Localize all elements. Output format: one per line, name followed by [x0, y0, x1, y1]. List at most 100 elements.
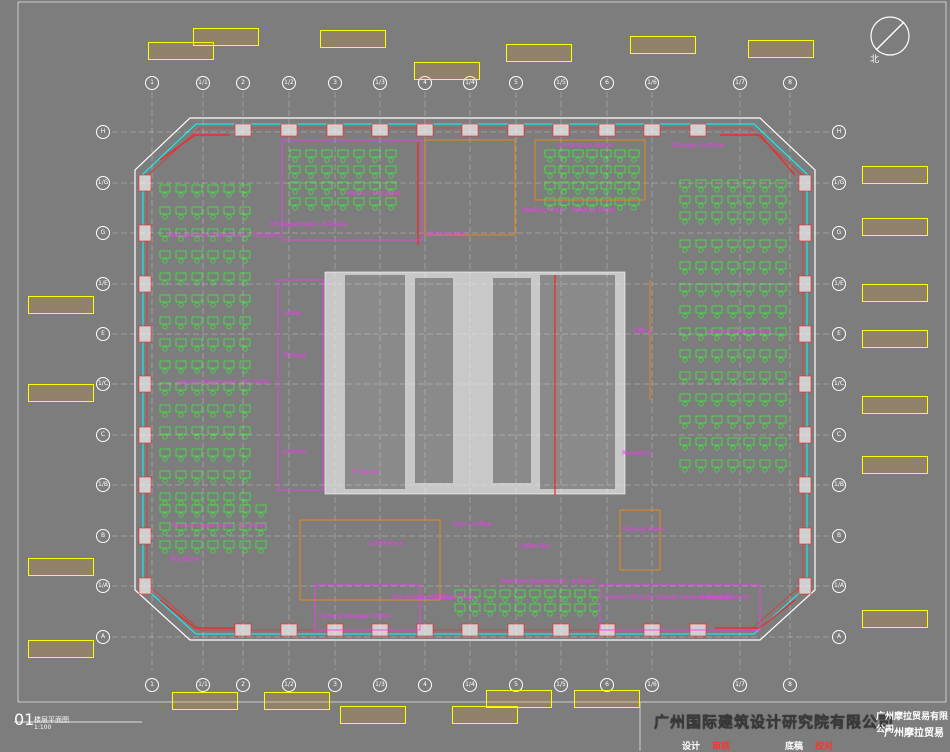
chair [682, 203, 688, 209]
desk [321, 149, 333, 158]
desk [353, 197, 365, 206]
grid-bubble: 4 [418, 76, 432, 90]
desk [695, 371, 707, 380]
desk [727, 239, 739, 248]
chair [714, 379, 720, 385]
chair [226, 548, 232, 554]
desk [239, 382, 251, 391]
desk [743, 211, 755, 220]
grid-bubble: 4 [418, 678, 432, 692]
desk [191, 504, 203, 513]
chair [388, 173, 394, 179]
chair [698, 423, 704, 429]
desk [454, 603, 466, 612]
annotation-tag [862, 218, 928, 236]
desk [223, 228, 235, 237]
desk [727, 211, 739, 220]
chair [292, 157, 298, 163]
chair [714, 313, 720, 319]
desk [695, 179, 707, 188]
chair [698, 187, 704, 193]
desk [614, 165, 626, 174]
structural-column [689, 123, 707, 137]
chair [746, 467, 752, 473]
desk [385, 181, 397, 190]
chair [372, 157, 378, 163]
desk [775, 283, 787, 292]
chair [575, 189, 581, 195]
desk [759, 305, 771, 314]
desk [759, 371, 771, 380]
desk [175, 294, 187, 303]
chair [472, 611, 478, 617]
chair [162, 346, 168, 352]
chair [487, 597, 493, 603]
desk [727, 261, 739, 270]
desk [600, 149, 612, 158]
desk [223, 294, 235, 303]
chair [762, 219, 768, 225]
annotation-tag [574, 690, 640, 708]
desk [223, 504, 235, 513]
desk [775, 415, 787, 424]
chair [698, 247, 704, 253]
chair [372, 189, 378, 195]
room-label-finance: Finance Department - 24 Desks [172, 522, 267, 529]
desk [614, 197, 626, 206]
desk [191, 470, 203, 479]
drawing-number: 01 [14, 710, 35, 729]
desk [614, 181, 626, 190]
chair [308, 189, 314, 195]
desk [775, 371, 787, 380]
desk [337, 149, 349, 158]
chair [178, 434, 184, 440]
chair [577, 611, 583, 617]
chair [210, 512, 216, 518]
chair [682, 313, 688, 319]
desk [369, 165, 381, 174]
chair [714, 291, 720, 297]
grid-bubble: H [832, 125, 846, 139]
title-block-client-2: 广州摩拉贸易 [884, 728, 944, 739]
desk [337, 165, 349, 174]
desk [175, 272, 187, 281]
desk [600, 181, 612, 190]
desk [679, 327, 691, 336]
desk [484, 589, 496, 598]
desk [454, 589, 466, 598]
chair [258, 512, 264, 518]
grid-bubble: 6 [600, 678, 614, 692]
chair [730, 269, 736, 275]
desk [191, 404, 203, 413]
annotation-tag [862, 166, 928, 184]
grid-bubble: 8 [783, 678, 797, 692]
grid-bubble: 1/2 [282, 678, 296, 692]
room-label-business: Business Department - 8 Desks [501, 578, 596, 585]
desk [239, 184, 251, 193]
chair [242, 236, 248, 242]
desk [775, 179, 787, 188]
desk [289, 197, 301, 206]
desk [614, 149, 626, 158]
chair [698, 291, 704, 297]
chair [162, 324, 168, 330]
desk [679, 437, 691, 446]
desk [191, 338, 203, 347]
desk [305, 197, 317, 206]
chair [762, 187, 768, 193]
room-label-training: Training Room [622, 526, 665, 533]
desk [207, 448, 219, 457]
desk [191, 206, 203, 215]
chair [746, 379, 752, 385]
desk [159, 228, 171, 237]
chair [589, 205, 595, 211]
desk [223, 206, 235, 215]
desk [239, 522, 251, 531]
chair [242, 368, 248, 374]
desk [679, 211, 691, 220]
chair [532, 597, 538, 603]
chair [194, 368, 200, 374]
desk [711, 305, 723, 314]
chair [210, 530, 216, 536]
